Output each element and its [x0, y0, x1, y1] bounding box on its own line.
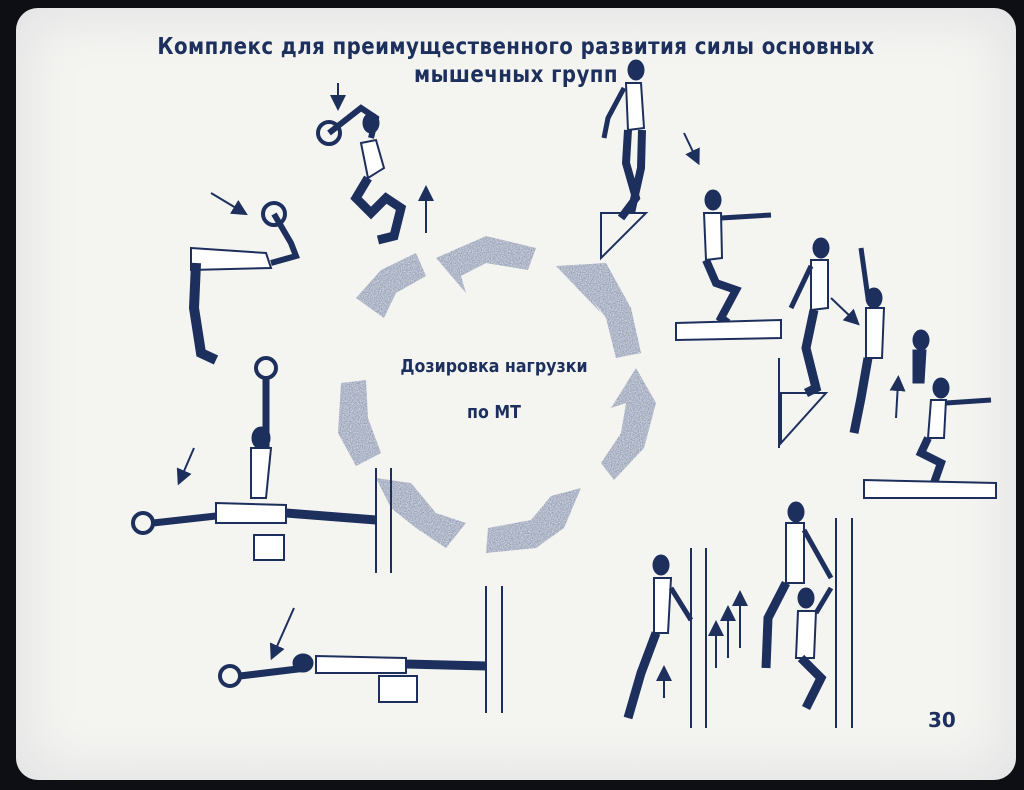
- cycle-arrow-6: [338, 380, 381, 466]
- center-label-line-1: Дозировка нагрузки: [380, 356, 609, 377]
- cycle-arrow-2: [556, 263, 641, 358]
- figure-bend-disc: [191, 193, 296, 360]
- figure-jumpers-right: [779, 238, 996, 498]
- diagram-canvas: [16, 8, 1016, 780]
- figure-stand-block: [601, 60, 696, 258]
- cycle-arrow-4: [486, 488, 581, 553]
- page-number: 30: [928, 708, 956, 732]
- cycle-arrow-7: [356, 253, 426, 318]
- cycle-arrow-3: [601, 368, 656, 480]
- cycle-arrow-1: [436, 236, 536, 293]
- center-label-line-2: по МТ: [380, 402, 609, 423]
- cycle-arrows: [338, 236, 656, 553]
- figure-jump-platform: [676, 190, 781, 340]
- figure-squat-disc: [318, 83, 426, 240]
- slide: Комплекс для преимущественного развития …: [16, 8, 1016, 780]
- figure-prone-disc: [220, 586, 502, 713]
- cycle-arrow-5: [376, 478, 466, 548]
- figure-wallbar-jumps: [628, 502, 852, 728]
